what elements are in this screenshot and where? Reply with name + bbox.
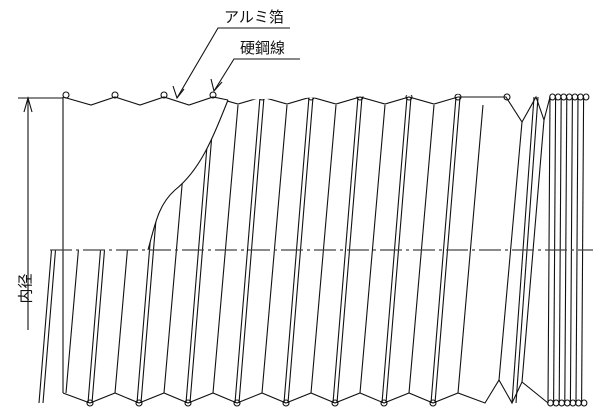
wire-line [430,96,457,404]
steel-wire-section [209,91,217,99]
wire-bottom [331,399,339,407]
ring-top [582,93,590,101]
ring-top [549,93,556,101]
leader-aluminum-foil [176,27,290,99]
fold-line [498,121,523,381]
wire-line [234,96,261,404]
ring-top [571,93,579,101]
bottom-profile [62,378,549,405]
wire-top [258,93,266,101]
wire-bottom [233,399,241,407]
ring-top [554,93,562,101]
top-profile [62,95,551,124]
cutaway-edge [147,99,229,251]
arrow-head-icon [210,78,223,93]
ring-top [560,93,568,101]
steel-wire-section [160,91,168,99]
fold-line [408,104,435,394]
fold-line [310,104,337,394]
ring-bottom [580,399,588,407]
wire-bottom [135,399,143,407]
leader-hard-steel-wire [213,58,300,92]
fold-line [114,104,141,394]
wire-bottom [184,399,192,407]
wire-top [307,93,315,101]
arrow-head-icon [172,85,185,100]
wire-bottom [429,399,437,407]
label-aluminum-foil: アルミ箔 [224,8,284,26]
top-profile-cut [62,96,229,106]
wire-top [454,93,462,101]
wire-bottom [282,399,290,407]
wire-line [332,96,359,404]
ring-top [565,93,573,101]
label-inner-diameter: 内径 [16,273,35,304]
arrow-head-icon [23,95,33,113]
fold-line [163,104,190,394]
ring-top [577,93,584,101]
fold-line [65,104,92,394]
fold-line [359,104,386,394]
fold-line [521,119,545,383]
wire-bottom [380,399,388,407]
label-hard-steel-wire: 硬鋼線 [240,39,286,57]
wire-bottom [86,399,94,407]
steel-wire-section [62,91,70,99]
fold-line [261,104,288,394]
fold-line [212,104,239,394]
steel-wire-section [111,91,119,99]
fold-line [457,104,484,394]
ring-line [575,96,579,404]
wire-top [503,93,511,101]
